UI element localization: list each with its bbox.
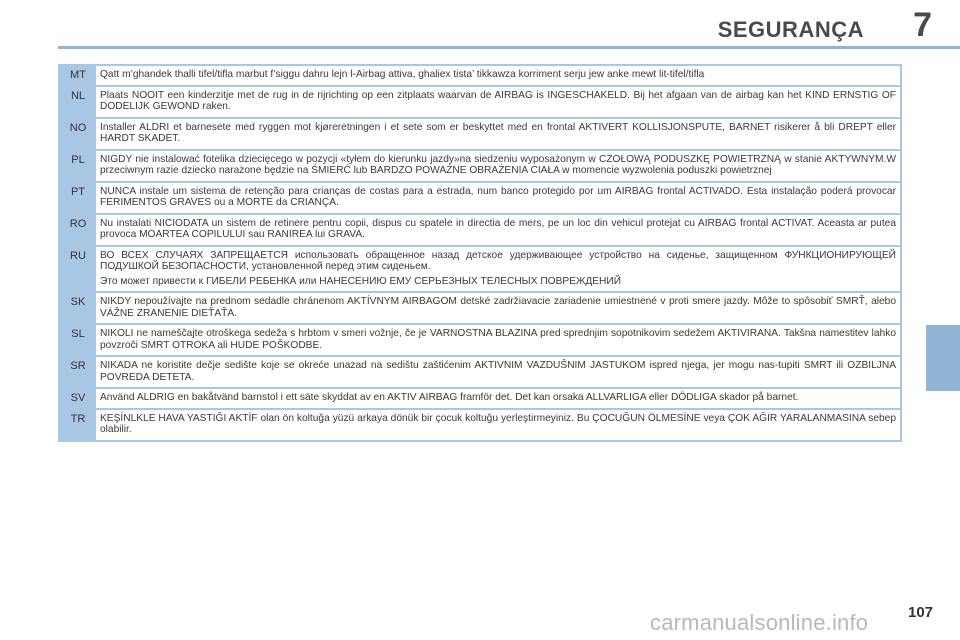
warning-paragraph: Nu instalati NICIODATA un sistem de reti… bbox=[100, 217, 896, 241]
chapter-number: 7 bbox=[913, 6, 932, 44]
page-header: SEGURANÇA 7 bbox=[0, 0, 960, 52]
warning-text: Använd ALDRIG en bakåtvänd barnstol i et… bbox=[96, 389, 900, 408]
warning-paragraph: NIKOLI ne nameščajte otroškega sedeža s … bbox=[100, 328, 896, 351]
language-code: RU bbox=[60, 246, 96, 291]
warning-text: KEŞİNLKLE HAVA YASTIĞI AKTİF olan ön kol… bbox=[96, 409, 900, 440]
language-code: NL bbox=[60, 86, 96, 117]
language-code: SV bbox=[60, 389, 96, 408]
warning-paragraph: Installer ALDRI et barnesete med ryggen … bbox=[100, 121, 896, 145]
warning-text: NIKOLI ne nameščajte otroškega sedeža s … bbox=[96, 325, 900, 355]
warning-text: Nu instalati NICIODATA un sistem de reti… bbox=[96, 214, 900, 245]
header-divider bbox=[58, 46, 960, 49]
language-code: MT bbox=[60, 66, 96, 85]
warning-text: Qatt m’ghandek thalli tifel/tifla marbut… bbox=[96, 66, 900, 85]
warning-paragraph: NIGDY nie instalować fotelika dziecięceg… bbox=[100, 153, 896, 177]
language-code: SL bbox=[60, 325, 96, 355]
table-row: MT Qatt m’ghandek thalli tifel/tifla marb… bbox=[60, 66, 900, 85]
warning-paragraph: ВО ВСЕХ СЛУЧАЯХ ЗАПРЕЩАЕТСЯ использовать… bbox=[100, 249, 896, 273]
airbag-warning-table: MT Qatt m’ghandek thalli tifel/tifla marb… bbox=[58, 64, 902, 442]
language-code: PT bbox=[60, 182, 96, 213]
warning-paragraph: Это может привести к ГИБЕЛИ РЕБЕНКА или … bbox=[100, 275, 622, 287]
warning-text: Installer ALDRI et barnesete med ryggen … bbox=[96, 118, 900, 149]
language-code: PL bbox=[60, 150, 96, 181]
warning-paragraph: Plaats NOOIT een kinderzitje met de rug … bbox=[100, 89, 896, 113]
language-code: TR bbox=[60, 409, 96, 440]
table-row: SV Använd ALDRIG en bakåtvänd barnstol i … bbox=[60, 389, 900, 408]
language-code: SK bbox=[60, 293, 96, 323]
section-title: SEGURANÇA bbox=[717, 17, 864, 42]
watermark: carmanualsonline.info bbox=[650, 610, 869, 635]
warning-text: NIKADA ne koristite dečje sedište koje s… bbox=[96, 357, 900, 387]
language-code: RO bbox=[60, 214, 96, 245]
warning-paragraph: KEŞİNLKLE HAVA YASTIĞI AKTİF olan ön kol… bbox=[100, 412, 896, 436]
warning-text: NIGDY nie instalować fotelika dziecięceg… bbox=[96, 150, 900, 181]
warning-paragraph: NUNCA instale um sistema de retenção par… bbox=[100, 185, 896, 209]
warning-paragraph: NIKADA ne koristite dečje sedište koje s… bbox=[100, 360, 896, 383]
warning-text: ВО ВСЕХ СЛУЧАЯХ ЗАПРЕЩАЕТСЯ использовать… bbox=[96, 246, 900, 291]
language-code: NO bbox=[60, 118, 96, 149]
chapter-side-tab bbox=[926, 325, 960, 391]
warning-text: NIKDY nepoužívajte na prednom sedadle ch… bbox=[96, 293, 900, 323]
warning-paragraph: Qatt m’ghandek thalli tifel/tifla marbut… bbox=[100, 69, 705, 80]
warning-text: Plaats NOOIT een kinderzitje met de rug … bbox=[96, 86, 900, 117]
warning-paragraph: Använd ALDRIG en bakåtvänd barnstol i et… bbox=[100, 392, 799, 403]
warning-text: NUNCA instale um sistema de retenção par… bbox=[96, 182, 900, 213]
warning-paragraph: NIKDY nepoužívajte na prednom sedadle ch… bbox=[100, 296, 896, 319]
language-code: SR bbox=[60, 357, 96, 387]
page-number: 107 bbox=[908, 604, 934, 621]
